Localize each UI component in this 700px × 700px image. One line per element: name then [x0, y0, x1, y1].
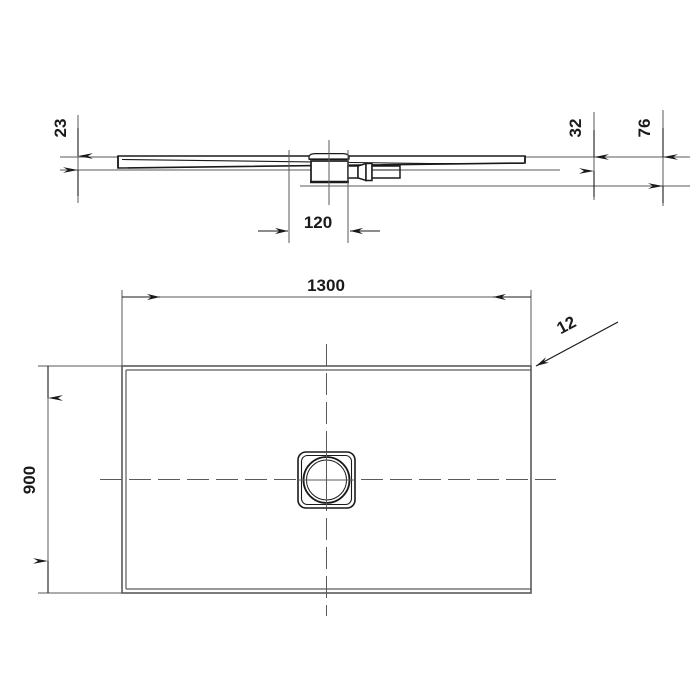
dimension-23: 23	[51, 115, 93, 203]
dim-32-label: 32	[566, 119, 585, 138]
dim-1300-label: 1300	[307, 276, 345, 295]
dimension-120: 120	[258, 150, 380, 243]
dimension-900: 900	[20, 365, 124, 594]
tray-wedge-inner-line	[121, 158, 524, 165]
dim-900-label: 900	[20, 466, 39, 494]
side-view-group: 23 120 32 76	[51, 110, 690, 243]
dim-120-label: 120	[304, 213, 332, 232]
plan-view-group: 1300 900 12	[20, 276, 619, 616]
drain-outlet-plan	[297, 451, 356, 509]
spigot-collar	[365, 162, 373, 182]
dim-23-label: 23	[51, 119, 70, 138]
spigot-cone	[357, 162, 367, 182]
drain-outlet-assembly	[308, 152, 401, 184]
dimension-1300: 1300	[121, 276, 532, 368]
dimension-32: 32	[566, 112, 609, 200]
dim-12-leader-line	[535, 321, 619, 367]
dim-76-label: 76	[635, 119, 654, 138]
spigot-neck	[347, 165, 359, 179]
dim-12-label: 12	[554, 312, 580, 338]
dimension-76: 76	[635, 110, 678, 206]
tray-inner-rim-plan	[125, 369, 531, 590]
spigot-pipe	[371, 165, 401, 179]
dimension-12-leader: 12	[535, 312, 619, 367]
